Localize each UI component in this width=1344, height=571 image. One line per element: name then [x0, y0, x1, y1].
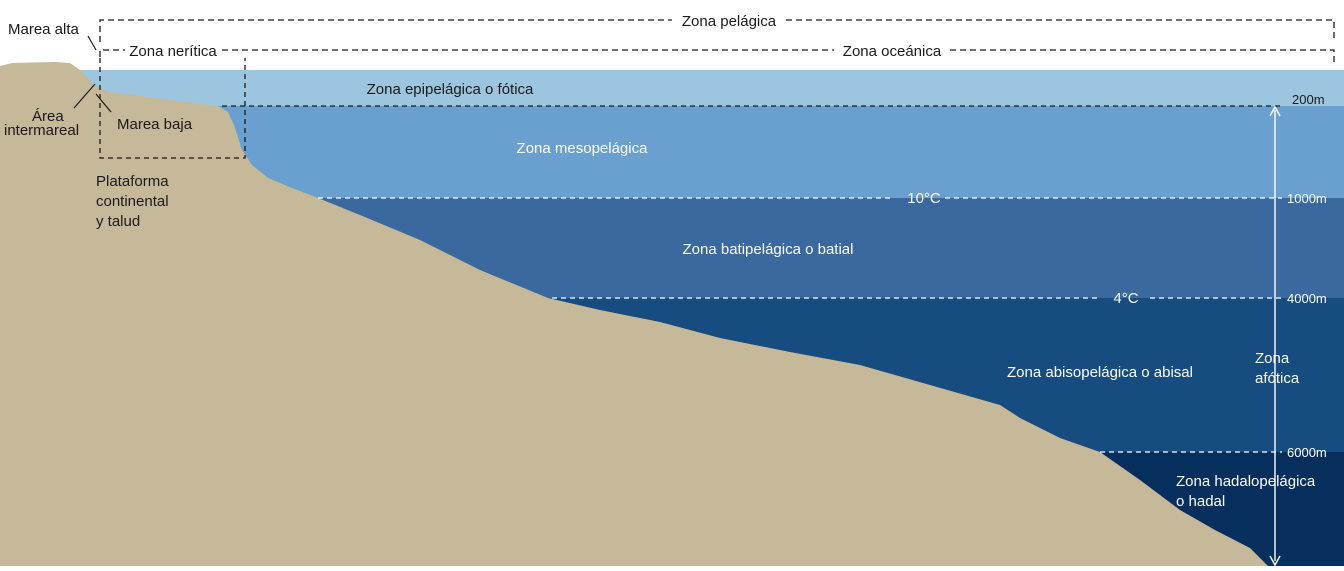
hadal-label: Zona hadalopelágica o hadal [1176, 473, 1319, 510]
depth-4000m-label: 4000m [1287, 291, 1327, 306]
area-intermareal-label: Área intermareal [4, 108, 79, 139]
zona-pelagica-label: Zona pelágica [682, 13, 777, 30]
zona-neritica-label: Zona nerítica [129, 43, 217, 60]
temp-4-label: 4°C [1113, 290, 1138, 307]
marea-alta-label: Marea alta [8, 21, 80, 38]
zona-oceanica-label: Zona oceánica [843, 43, 942, 60]
shelf-box [99, 58, 246, 159]
bathypelagic-label: Zona batipelágica o batial [683, 241, 854, 258]
depth-arrow-top [1269, 105, 1281, 117]
depth-1000m-label: 1000m [1287, 191, 1327, 206]
mesopelagic-layer [75, 106, 1344, 198]
marea-baja-pointer [95, 93, 112, 113]
area-intermareal-pointer [73, 83, 96, 109]
pelagic-bracket [99, 19, 1335, 42]
depth-arrow-bottom [1269, 555, 1281, 567]
plataforma-label: Plataforma continental y talud [96, 173, 173, 230]
epipelagic-label: Zona epipelágica o fótica [367, 81, 534, 98]
marea-baja-label: Marea baja [117, 116, 193, 133]
depth-6000m-label: 6000m [1287, 445, 1327, 460]
abyssopelagic-label: Zona abisopelágica o abisal [1007, 364, 1193, 381]
epipelagic-layer [75, 70, 1344, 106]
depth-200m-label: 200m [1292, 92, 1325, 107]
seabed-land [0, 62, 1268, 566]
aphotic-label: Zona afótica [1255, 350, 1300, 387]
mesopelagic-label: Zona mesopelágica [517, 140, 649, 157]
neritic-oceanic-bracket [99, 49, 1335, 62]
marea-alta-pointer [87, 35, 97, 51]
temp-10-label: 10°C [907, 190, 941, 207]
